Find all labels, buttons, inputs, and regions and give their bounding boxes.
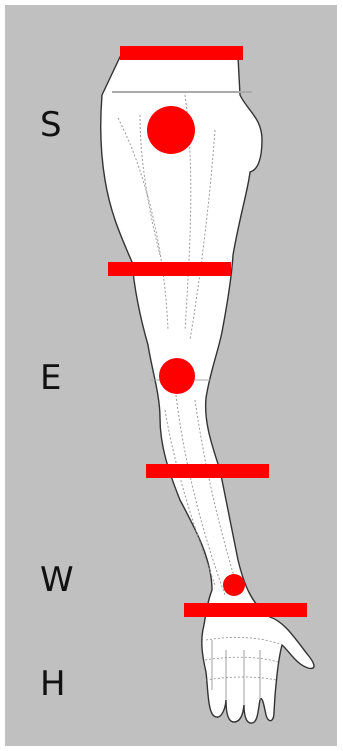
arm-outline (101, 57, 314, 723)
wrist-joint-dot (223, 574, 245, 596)
wrist-label: W (40, 560, 74, 600)
shoulder-label: S (40, 105, 62, 145)
shoulder-joint-dot (147, 106, 195, 154)
boundary-bar-upper-arm (108, 262, 231, 276)
hand-label: H (40, 664, 66, 704)
elbow-label: E (40, 358, 61, 398)
boundary-bar-top (120, 46, 243, 60)
elbow-joint-dot (159, 358, 195, 394)
boundary-bar-forearm (146, 464, 269, 478)
boundary-bar-wrist (184, 603, 307, 617)
